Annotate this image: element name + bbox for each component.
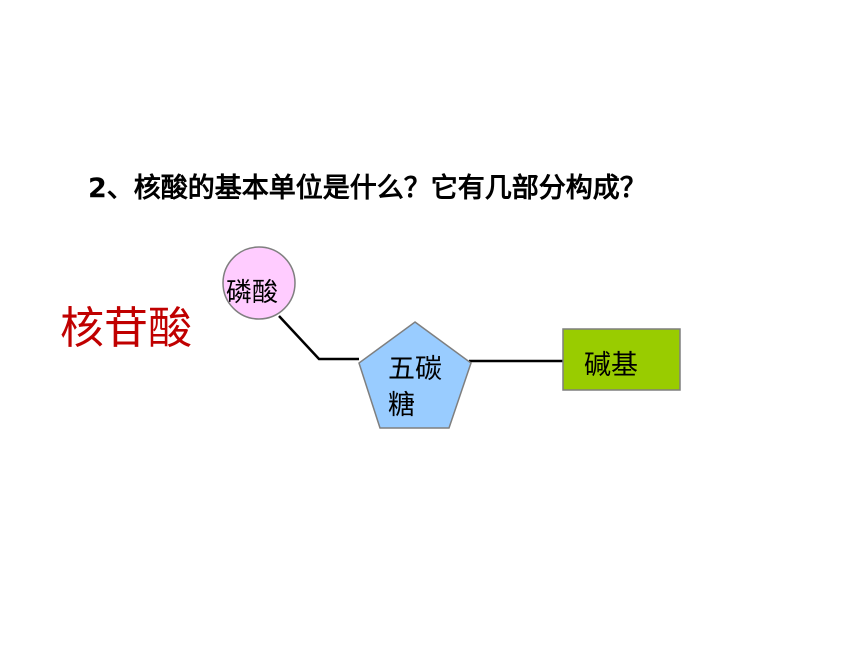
sugar-pentagon bbox=[358, 321, 472, 429]
phosphate-label: 磷酸 bbox=[226, 278, 279, 308]
base-rectangle bbox=[562, 328, 681, 391]
question-heading: 2、核酸的基本单位是什么？它有几部分构成？ bbox=[88, 173, 647, 204]
phosphate-sugar-connector bbox=[278, 315, 359, 361]
base-label: 碱基 bbox=[584, 350, 638, 381]
phosphate-circle bbox=[222, 246, 296, 320]
term-nucleotide: 核苷酸 bbox=[60, 303, 192, 354]
sugar-label: 五碳糖 bbox=[388, 354, 442, 421]
